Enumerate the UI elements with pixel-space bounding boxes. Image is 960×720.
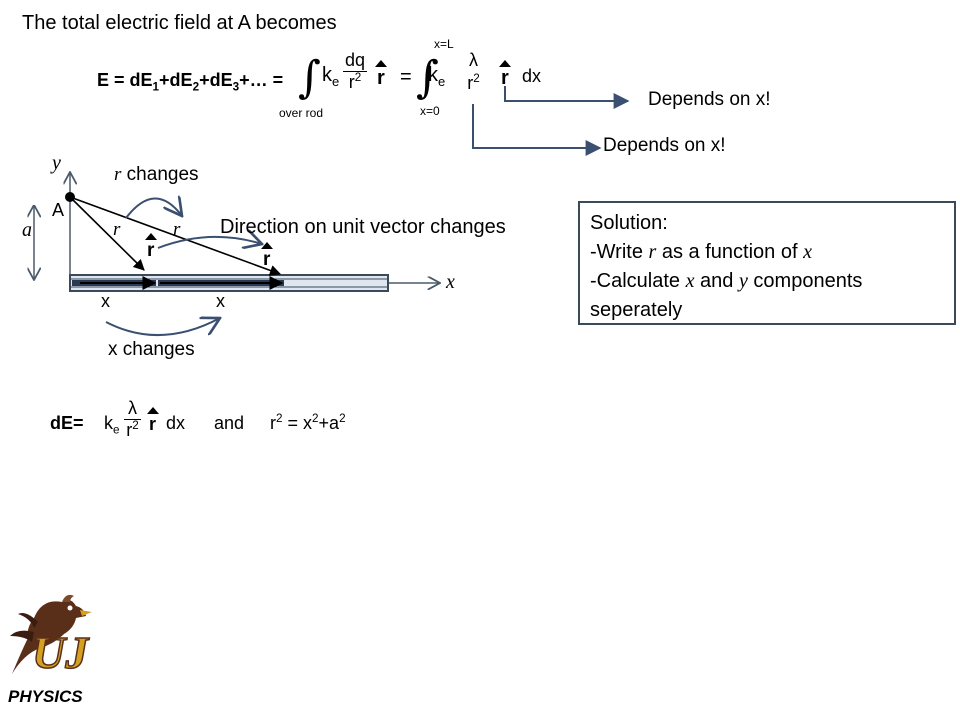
ke-constant-1: ke bbox=[322, 64, 340, 89]
x-axis-label: x bbox=[446, 271, 455, 293]
unit-vector-r-1: r bbox=[377, 67, 385, 89]
dx-term-2: dx bbox=[166, 413, 186, 433]
equals-sign: = bbox=[400, 66, 412, 88]
dx-term: dx bbox=[522, 66, 542, 86]
integral-sign-1: ∫ bbox=[298, 52, 321, 103]
depends-arrow-1 bbox=[504, 86, 630, 109]
unit-vector-r-2: r bbox=[501, 67, 509, 89]
de-label: dE= bbox=[50, 413, 84, 433]
lambda-over-r2: λ r2 bbox=[467, 50, 480, 93]
solution-heading: Solution: bbox=[590, 212, 668, 234]
r-vector-1 bbox=[69, 196, 145, 271]
y-axis-label: y bbox=[52, 152, 61, 174]
r-label-1: r bbox=[113, 219, 121, 240]
equation-sum: E = dE1+dE2+dE3+… = bbox=[97, 70, 284, 94]
depends-on-x-note-2: Depends on x! bbox=[603, 135, 726, 156]
upper-limit: x=L bbox=[434, 37, 454, 51]
integral-sign-2: ∫ bbox=[416, 52, 439, 103]
x-changes-arrow bbox=[105, 318, 220, 336]
ke-constant-2: ke bbox=[428, 64, 446, 89]
slide-title: The total electric field at A becomes bbox=[22, 12, 337, 34]
ke-constant-3: ke bbox=[104, 413, 120, 437]
svg-text:UJ: UJ bbox=[32, 627, 90, 678]
unit-vector-changes-arrow bbox=[157, 237, 262, 248]
over-rod-label: over rod bbox=[279, 106, 324, 120]
unit-vector-r-3: r bbox=[149, 414, 157, 434]
physics-logo-text: PHYSICS bbox=[8, 687, 83, 706]
r-squared-relation: r2 = x2+a2 bbox=[270, 412, 346, 433]
depends-on-x-note-1: Depends on x! bbox=[648, 89, 771, 110]
unit-vector-label-1: r bbox=[147, 240, 155, 261]
a-distance-label: a bbox=[22, 219, 32, 241]
dq-over-r2: dq r2 bbox=[343, 50, 368, 92]
uj-bird-logo-icon: UJ bbox=[10, 594, 92, 679]
lower-limit: x=0 bbox=[420, 104, 440, 118]
solution-step-1: -Write r as a function of x bbox=[590, 241, 812, 263]
x-changes-label: x changes bbox=[108, 339, 195, 360]
solution-step-2: -Calculate x and y components bbox=[590, 270, 863, 292]
and-label: and bbox=[214, 413, 245, 433]
point-a-label: A bbox=[52, 200, 65, 220]
r-changes-arrow bbox=[125, 198, 182, 219]
x-label-1: x bbox=[101, 291, 110, 311]
solution-step-2-cont: seperately bbox=[590, 299, 683, 321]
depends-arrow-2 bbox=[472, 104, 602, 156]
r-vector-2 bbox=[69, 196, 282, 276]
direction-changes-label: Direction on unit vector changes bbox=[220, 216, 506, 238]
x-label-2: x bbox=[216, 291, 225, 311]
lambda-over-r2-2: λ r2 bbox=[124, 398, 141, 441]
uj-physics-logo: UJ PHYSICS bbox=[4, 588, 108, 707]
solution-box: Solution: -Write r as a function of x -C… bbox=[578, 201, 956, 325]
r-changes-label: r changes bbox=[114, 164, 199, 185]
unit-vector-label-2: r bbox=[263, 249, 271, 270]
r-label-2: r bbox=[173, 219, 181, 240]
